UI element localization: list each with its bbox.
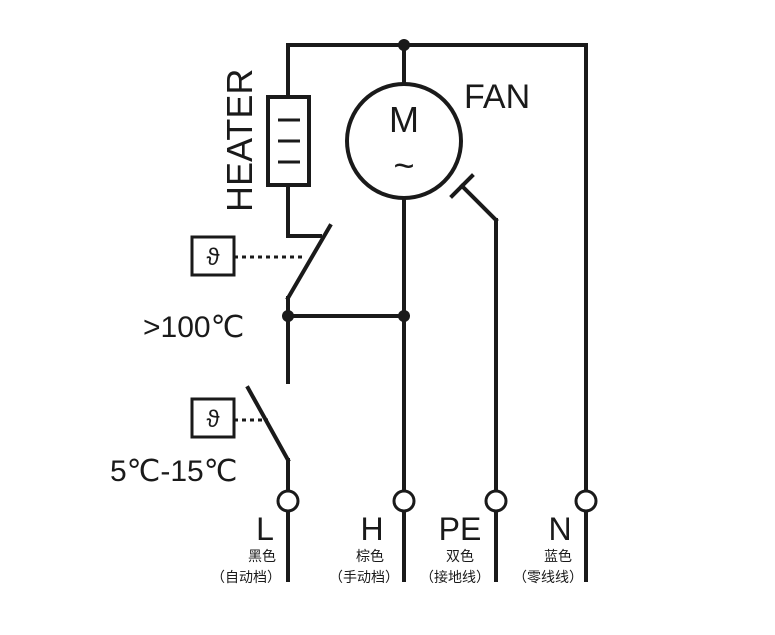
terminal-code-pe: PE	[439, 511, 482, 547]
thermostat-switch-blade	[245, 385, 291, 463]
junction-left	[282, 310, 294, 322]
thermostat-sensor-symbol: ϑ	[206, 406, 219, 433]
high-limit-sensor-symbol: ϑ	[206, 244, 219, 271]
pe-diagonal	[459, 183, 499, 223]
terminal-color-n: 蓝色	[544, 548, 572, 565]
terminal-n	[574, 489, 598, 513]
fan-label: FAN	[464, 78, 530, 116]
motor-letter: M	[389, 99, 419, 140]
motor-ac-symbol: ~	[393, 145, 414, 186]
terminal-note-l: （自动档）	[211, 570, 281, 586]
terminal-code-n: N	[548, 511, 571, 547]
thermostat-sensor-box	[190, 397, 236, 439]
terminal-h	[392, 489, 416, 513]
high-limit-switch-blade	[285, 223, 333, 301]
terminal-color-l: 黑色	[248, 548, 276, 565]
terminal-l	[276, 489, 300, 513]
thermostat-range-label: 5℃-15℃	[110, 455, 237, 488]
heater-label: HEATER	[219, 69, 260, 212]
terminal-color-pe: 双色	[446, 548, 474, 565]
terminal-note-pe: （接地线）	[420, 569, 490, 586]
terminal-note-n: （零线线）	[513, 570, 583, 586]
high-limit-label: >100℃	[143, 311, 244, 344]
terminal-note-h: （手动档）	[329, 570, 399, 586]
terminal-code-h: H	[360, 511, 383, 547]
terminal-color-h: 棕色	[356, 548, 384, 565]
terminal-code-l: L	[256, 511, 274, 547]
terminal-pe	[484, 489, 508, 513]
